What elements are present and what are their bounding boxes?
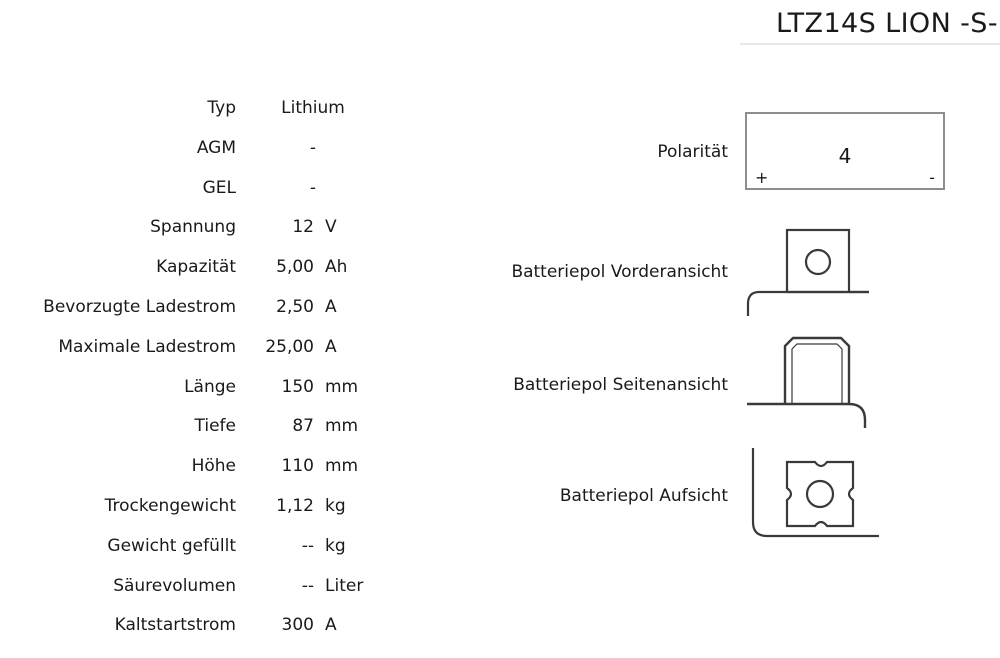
- terminal-top-row: Batteriepol Aufsicht: [430, 440, 1000, 546]
- spec-value: 5,00: [276, 257, 314, 278]
- table-row: AGM -: [0, 138, 420, 178]
- spec-label: Gewicht gefüllt: [107, 535, 236, 556]
- spec-label: Spannung: [150, 217, 236, 238]
- table-row: Höhe 110 mm: [0, 456, 420, 496]
- spec-unit: mm: [325, 376, 359, 397]
- spec-label: Tiefe: [194, 416, 237, 437]
- terminal-front-label: Batteriepol Vorderansicht: [511, 262, 728, 282]
- spec-value: 2,50: [276, 296, 314, 317]
- spec-label: GEL: [202, 177, 236, 198]
- title-divider: [740, 43, 1000, 45]
- table-row: Trockengewicht 1,12 kg: [0, 496, 420, 536]
- table-row: Typ Lithium: [0, 98, 420, 138]
- spec-value: --: [301, 535, 314, 556]
- table-row: Tiefe 87 mm: [0, 416, 420, 456]
- spec-unit: A: [325, 296, 337, 317]
- spec-label: Länge: [184, 376, 236, 397]
- spec-unit: mm: [325, 456, 359, 477]
- terminal-side-view-icon: [747, 336, 867, 428]
- spec-value: -: [309, 137, 317, 158]
- spec-unit: kg: [325, 495, 346, 516]
- terminal-front-diagram: [745, 222, 945, 316]
- spec-unit: V: [325, 217, 337, 238]
- polarity-diagram: 4 + -: [745, 112, 945, 190]
- spec-label: Kaltstartstrom: [114, 615, 236, 636]
- table-row: Säurevolumen -- Liter: [0, 576, 420, 616]
- terminal-side-row: Batteriepol Seitenansicht: [430, 330, 1000, 428]
- page-title: LTZ14S LION -S-: [775, 8, 998, 39]
- table-row: Gewicht gefüllt -- kg: [0, 536, 420, 576]
- table-row: GEL -: [0, 178, 420, 218]
- spec-value: 87: [292, 416, 314, 437]
- spec-label: AGM: [196, 137, 236, 158]
- spec-value: --: [301, 575, 314, 596]
- terminal-side-label: Batteriepol Seitenansicht: [513, 375, 728, 395]
- spec-value: 25,00: [265, 336, 314, 357]
- polarity-label: Polarität: [657, 142, 728, 162]
- spec-label: Bevorzugte Ladestrom: [43, 296, 236, 317]
- datasheet-header: LTZ14S LION -S-: [0, 0, 1000, 48]
- spec-value: -: [309, 177, 317, 198]
- spec-label: Säurevolumen: [113, 575, 236, 596]
- table-row: Bevorzugte Ladestrom 2,50 A: [0, 297, 420, 337]
- spec-unit: mm: [325, 416, 359, 437]
- spec-label: Maximale Ladestrom: [58, 336, 236, 357]
- spec-value: 300: [281, 615, 314, 636]
- spec-value: 150: [281, 376, 314, 397]
- spec-unit: A: [325, 615, 337, 636]
- spec-label: Trockengewicht: [104, 495, 236, 516]
- spec-unit: Ah: [325, 257, 348, 278]
- spec-value: 12: [292, 217, 314, 238]
- polarity-positive-marker: +: [755, 168, 769, 187]
- spec-value: 110: [281, 456, 314, 477]
- terminal-top-view-icon: [751, 448, 879, 538]
- spec-value: 1,12: [276, 495, 314, 516]
- spec-label: Kapazität: [156, 257, 236, 278]
- table-row: Maximale Ladestrom 25,00 A: [0, 337, 420, 377]
- polarity-negative-marker: -: [929, 168, 935, 187]
- polarity-box: 4 + -: [745, 112, 945, 190]
- table-row: Kaltstartstrom 300 A: [0, 615, 420, 655]
- spec-label: Typ: [207, 98, 236, 118]
- table-row: Kapazität 5,00 Ah: [0, 257, 420, 297]
- terminal-front-row: Batteriepol Vorderansicht: [430, 222, 1000, 316]
- polarity-code: 4: [838, 144, 852, 168]
- terminal-front-view-icon: [746, 228, 869, 316]
- table-row: Länge 150 mm: [0, 377, 420, 417]
- polarity-row: Polarität 4 + -: [430, 112, 1000, 194]
- spec-value: Lithium: [281, 98, 345, 118]
- spec-unit: A: [325, 336, 337, 357]
- terminal-top-label: Batteriepol Aufsicht: [559, 486, 728, 506]
- spec-unit: kg: [325, 535, 346, 556]
- terminal-top-diagram: [745, 440, 945, 546]
- spec-label: Höhe: [191, 456, 236, 477]
- table-row: Spannung 12 V: [0, 217, 420, 257]
- terminal-side-diagram: [745, 330, 945, 428]
- spec-unit: Liter: [325, 575, 364, 596]
